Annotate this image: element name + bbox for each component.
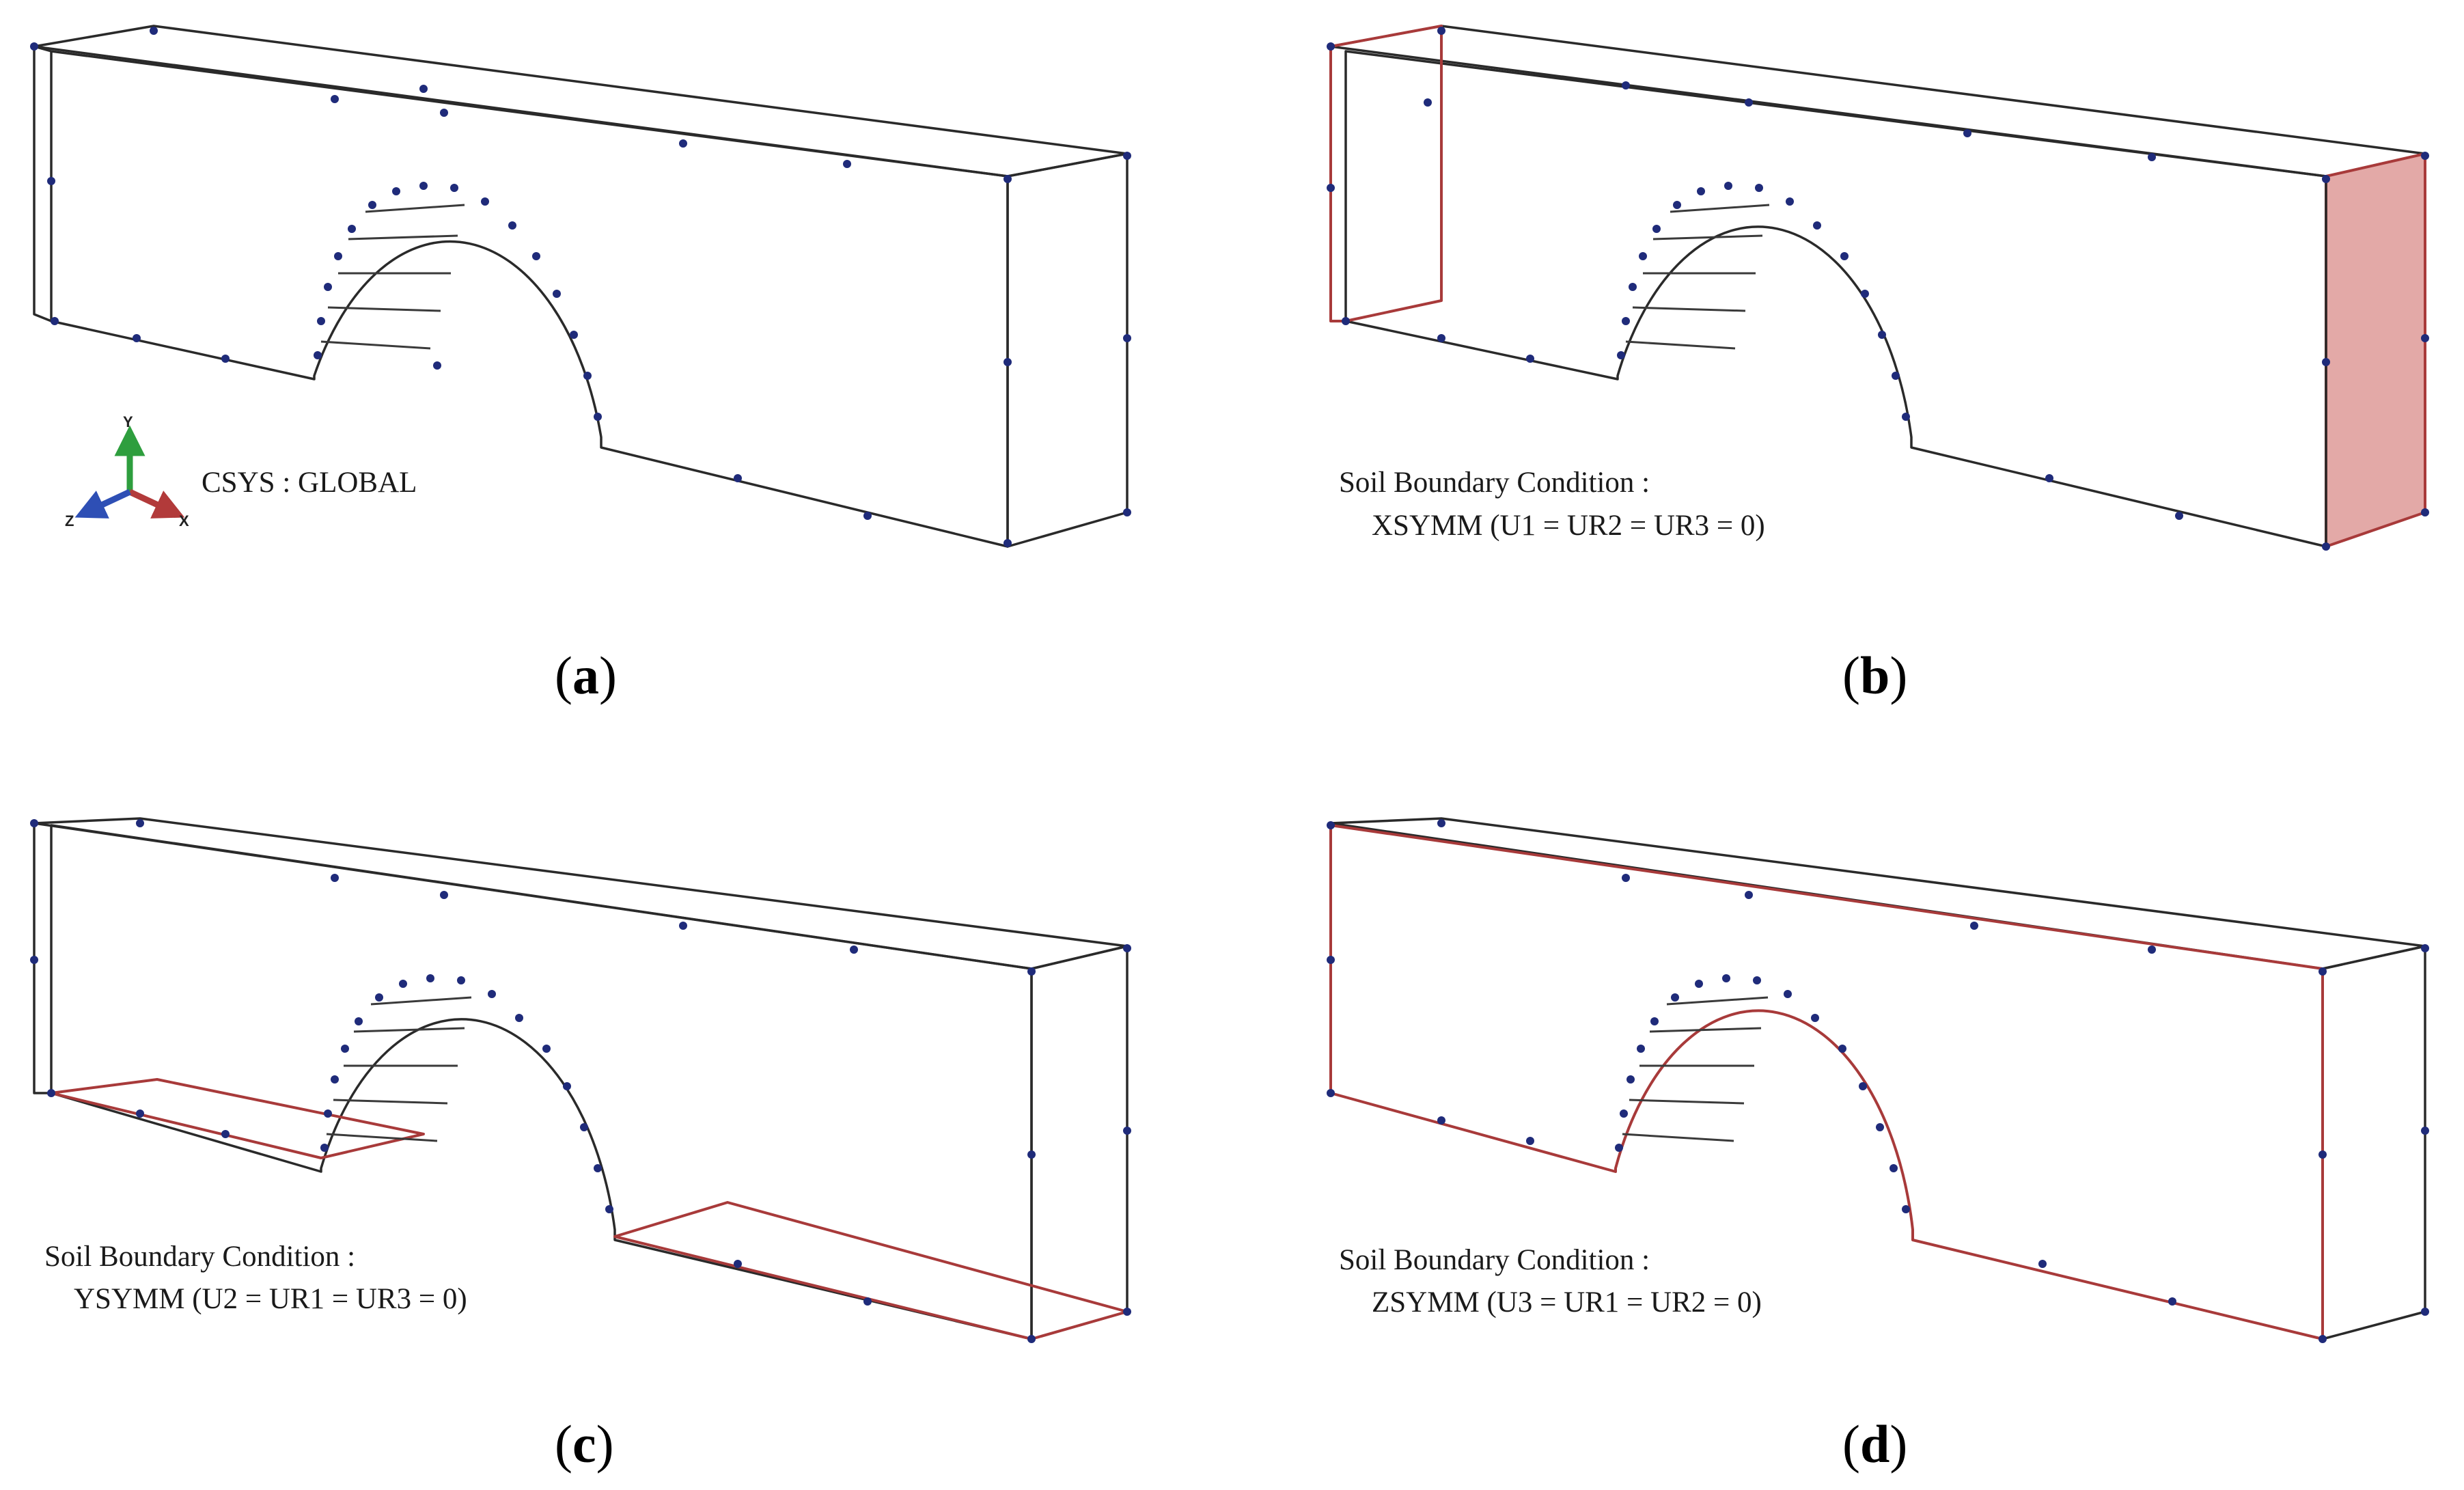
arch-constraint-markers bbox=[1617, 182, 1910, 421]
soil-block-model bbox=[30, 25, 1131, 548]
panel-label-c: (c) bbox=[555, 1414, 614, 1474]
panel-label-b: (b) bbox=[1842, 646, 1907, 705]
panel-b: Soil Boundary Condition : XSYMM (U1 = UR… bbox=[1327, 25, 2429, 705]
csys-triad: Y X Z CSYS : GLOBAL bbox=[65, 413, 417, 529]
edge-constraint-markers bbox=[30, 819, 1131, 1343]
arch-constraint-markers bbox=[314, 182, 602, 421]
edge-constraint-markers bbox=[1327, 819, 2429, 1343]
side-face bbox=[2321, 945, 2426, 1340]
soil-block-model bbox=[1327, 25, 2429, 551]
z-axis-arrow bbox=[74, 488, 131, 519]
soil-block-model bbox=[30, 817, 1131, 1343]
soil-block-model bbox=[1327, 817, 2429, 1343]
top-face bbox=[1329, 25, 2426, 178]
top-face bbox=[33, 817, 1129, 970]
x-axis-arrow bbox=[128, 488, 185, 519]
arch-hatch bbox=[320, 204, 465, 350]
arch-constraint-markers bbox=[320, 974, 613, 1213]
panel-a: Y X Z CSYS : GLOBAL (a) bbox=[30, 25, 1131, 705]
arch-constraint-markers bbox=[1615, 974, 1910, 1213]
bc-title: Soil Boundary Condition : bbox=[1339, 467, 1650, 499]
side-face bbox=[1006, 152, 1129, 548]
bc-title: Soil Boundary Condition : bbox=[1339, 1244, 1650, 1276]
bc-equation: XSYMM (U1 = UR2 = UR3 = 0) bbox=[1372, 510, 1765, 542]
edge-constraint-markers bbox=[1327, 27, 2429, 551]
edge-constraint-markers bbox=[30, 27, 1131, 547]
axis-z-label: Z bbox=[65, 512, 74, 529]
arch-hatch bbox=[1625, 204, 1770, 350]
bc-equation: YSYMM (U2 = UR1 = UR3 = 0) bbox=[74, 1283, 467, 1315]
arch-hatch bbox=[326, 996, 472, 1142]
panel-d: Soil Boundary Condition : ZSYMM (U3 = UR… bbox=[1327, 817, 2429, 1474]
front-face bbox=[50, 50, 1009, 548]
back-edge bbox=[33, 823, 51, 1094]
bottom-face-right-highlighted bbox=[613, 1201, 1129, 1340]
bc-equation: ZSYMM (U3 = UR1 = UR2 = 0) bbox=[1372, 1286, 1762, 1319]
bc-title: Soil Boundary Condition : bbox=[44, 1241, 355, 1273]
top-face bbox=[33, 25, 1129, 178]
axis-y-label: Y bbox=[123, 413, 133, 430]
side-face-highlighted bbox=[2325, 152, 2426, 549]
top-face bbox=[1329, 817, 2426, 970]
panel-label-d: (d) bbox=[1842, 1414, 1907, 1474]
panel-label-a: (a) bbox=[555, 646, 617, 705]
side-face bbox=[1030, 945, 1129, 1340]
back-face-highlighted-edge bbox=[1329, 25, 1443, 322]
bottom-face-left-highlighted bbox=[50, 1078, 425, 1159]
panel-c: Soil Boundary Condition : YSYMM (U2 = UR… bbox=[30, 817, 1131, 1474]
front-face bbox=[1344, 50, 2327, 548]
csys-label: CSYS : GLOBAL bbox=[202, 467, 417, 499]
front-face-highlighted bbox=[1329, 824, 2324, 1340]
arch-hatch bbox=[1622, 996, 1769, 1142]
axis-x-label: X bbox=[179, 512, 189, 529]
